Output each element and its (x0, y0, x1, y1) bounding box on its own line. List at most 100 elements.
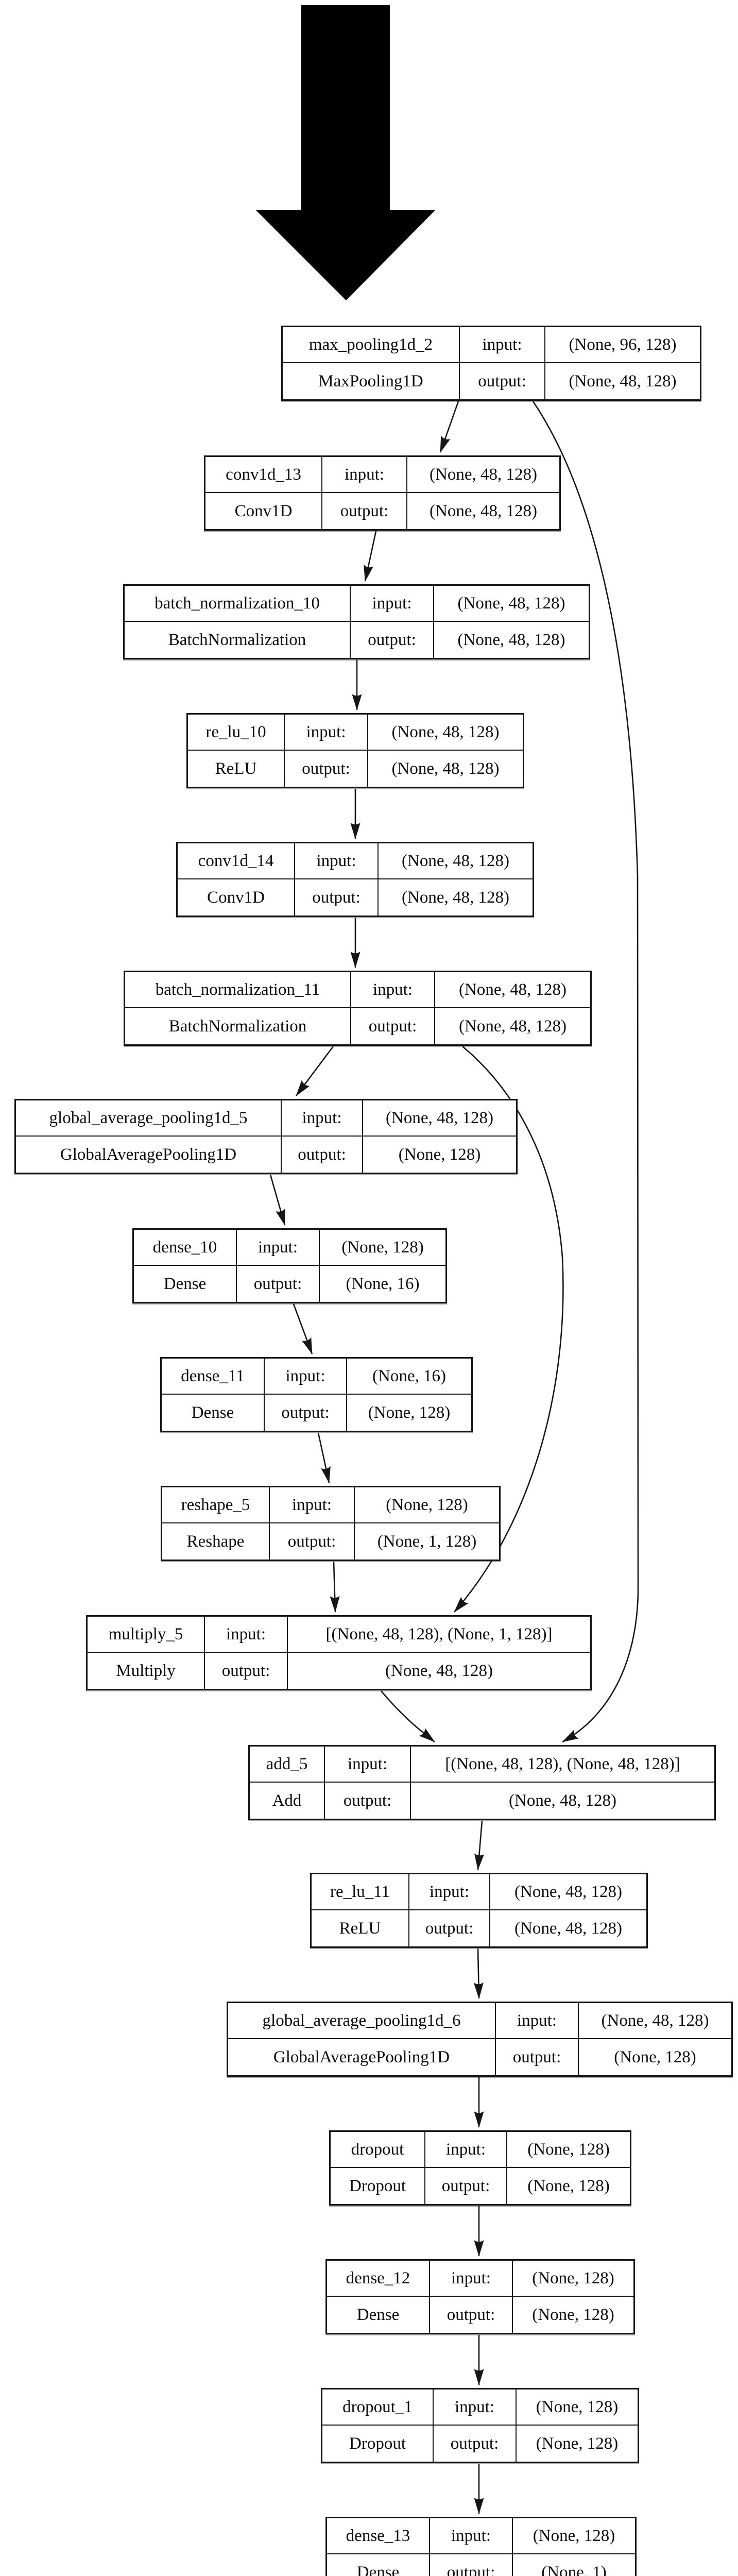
output-label: output: (322, 493, 407, 529)
input-shape: (None, 16) (347, 1359, 471, 1395)
layer-type: Dense (134, 1266, 237, 1302)
layer-name: global_average_pooling1d_6 (228, 2003, 496, 2039)
layer-type: Dense (327, 2297, 430, 2333)
layer-type: Reshape (162, 1523, 270, 1560)
input-label: input: (351, 586, 434, 622)
output-shape: (None, 1, 128) (355, 1523, 499, 1560)
layer-type: GlobalAveragePooling1D (228, 2039, 496, 2075)
input-label: input: (351, 972, 435, 1008)
output-shape: (None, 48, 128) (545, 363, 700, 399)
input-shape: (None, 128) (355, 1487, 499, 1523)
edge-global_average_pooling1d_5-to-dense_10 (269, 1174, 286, 1226)
layer-name: batch_normalization_10 (125, 586, 351, 622)
layer-name: re_lu_11 (312, 1874, 409, 1910)
layer-name: multiply_5 (88, 1617, 205, 1653)
output-shape: (None, 48, 128) (411, 1783, 714, 1819)
input-label: input: (430, 2518, 513, 2554)
output-shape: (None, 128) (579, 2039, 731, 2075)
layer-type: Dropout (331, 2168, 425, 2204)
output-label: output: (285, 751, 368, 787)
input-shape: (None, 128) (320, 1230, 445, 1266)
layer-type: Multiply (88, 1653, 205, 1689)
layer-name: dense_11 (162, 1359, 265, 1395)
input-label: input: (409, 1874, 490, 1910)
output-shape: (None, 48, 128) (490, 1910, 646, 1946)
input-shape: (None, 128) (513, 2518, 635, 2554)
edge-max_pooling1d_2-to-conv1d_13 (439, 401, 459, 453)
input-label: input: (322, 457, 407, 493)
edge-add_5-to-re_lu_11 (474, 1820, 485, 1871)
layer-type: Dense (162, 1395, 265, 1431)
layer-type: BatchNormalization (125, 622, 351, 658)
layer-name: dropout_1 (322, 2389, 434, 2426)
edge-re_lu_11-to-global_average_pooling1d_6 (473, 1948, 484, 1999)
output-shape: (None, 48, 128) (435, 1008, 590, 1044)
input-label: input: (237, 1230, 320, 1266)
layer-name: conv1d_14 (178, 843, 295, 879)
edge-dense_11-to-reshape_5 (317, 1432, 331, 1484)
edge-reshape_5-to-multiply_5 (330, 1561, 340, 1613)
input-label: input: (460, 327, 545, 363)
input-label: input: (205, 1617, 288, 1653)
output-label: output: (351, 1008, 435, 1044)
layer-name: reshape_5 (162, 1487, 270, 1523)
edge-conv1d_13-to-batch_normalization_10 (364, 531, 377, 582)
output-label: output: (409, 1910, 490, 1946)
layer-name: re_lu_10 (188, 715, 285, 751)
layer-type: Dropout (322, 2426, 434, 2462)
output-shape: (None, 48, 128) (407, 493, 559, 529)
output-shape: (None, 128) (347, 1395, 471, 1431)
input-label: input: (325, 1747, 411, 1783)
input-shape: (None, 128) (517, 2389, 638, 2426)
input-shape: [(None, 48, 128), (None, 48, 128)] (411, 1747, 714, 1783)
input-shape: (None, 48, 128) (368, 715, 523, 751)
output-shape: (None, 48, 128) (434, 622, 589, 658)
output-shape: (None, 128) (517, 2426, 638, 2462)
output-label: output: (325, 1783, 411, 1819)
input-shape: (None, 48, 128) (363, 1100, 516, 1137)
edge-multiply_5-to-add_5 (381, 1690, 435, 1743)
input-shape: (None, 48, 128) (435, 972, 590, 1008)
input-shape: (None, 48, 128) (579, 2003, 731, 2039)
input-shape: [(None, 48, 128), (None, 1, 128)] (288, 1617, 590, 1653)
input-shape: (None, 48, 128) (407, 457, 559, 493)
layer-name: global_average_pooling1d_5 (16, 1100, 282, 1137)
layer-name: add_5 (250, 1747, 325, 1783)
output-label: output: (430, 2554, 513, 2576)
input-shape: (None, 48, 128) (379, 843, 533, 879)
layer-name: dense_13 (327, 2518, 430, 2554)
large-input-arrow-icon (256, 5, 435, 300)
output-shape: (None, 48, 128) (379, 879, 533, 916)
output-shape: (None, 48, 128) (288, 1653, 590, 1689)
layer-name: conv1d_13 (205, 457, 322, 493)
output-label: output: (205, 1653, 288, 1689)
input-label: input: (496, 2003, 579, 2039)
input-label: input: (434, 2389, 517, 2426)
input-label: input: (282, 1100, 363, 1137)
edge-batch_normalization_11-to-global_average_pooling1d_5 (295, 1046, 334, 1096)
layer-name: dropout (331, 2132, 425, 2168)
output-label: output: (351, 622, 434, 658)
layer-type: Conv1D (205, 493, 322, 529)
layer-name: dense_12 (327, 2261, 430, 2297)
layer-type: GlobalAveragePooling1D (16, 1137, 282, 1173)
output-label: output: (265, 1395, 347, 1431)
input-label: input: (265, 1359, 347, 1395)
output-label: output: (282, 1137, 363, 1173)
output-shape: (None, 128) (513, 2297, 633, 2333)
layer-type: ReLU (188, 751, 285, 787)
output-label: output: (425, 2168, 507, 2204)
